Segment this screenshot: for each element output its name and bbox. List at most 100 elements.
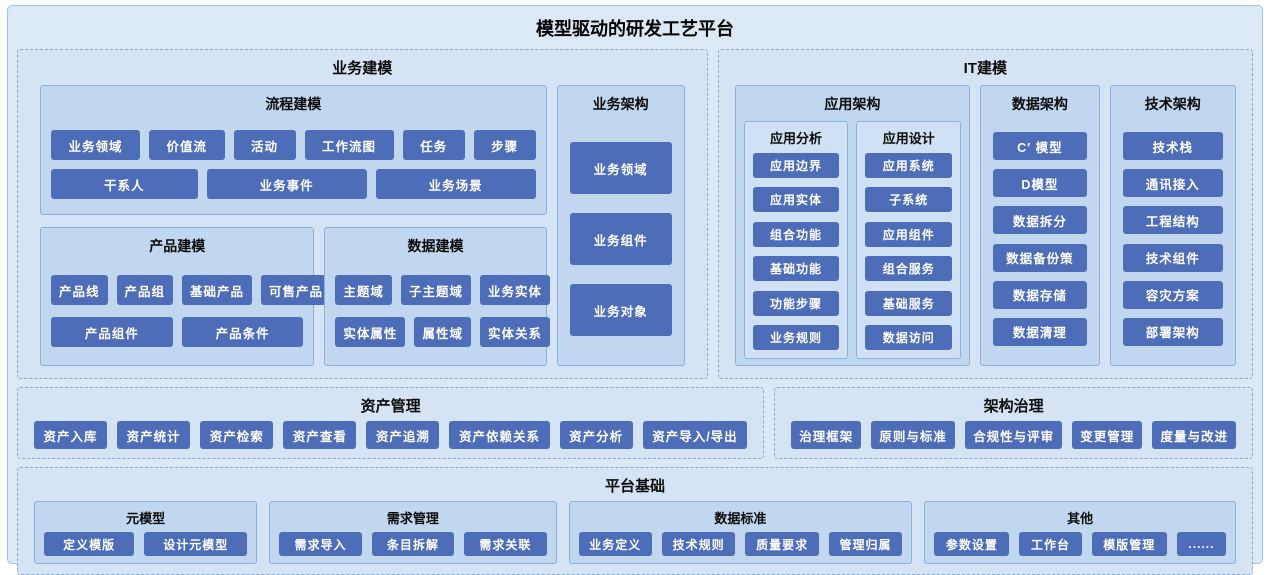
- top-row: 业务建模 流程建模 业务领域 价值流 活动 工作流图 任务 步骤: [17, 49, 1253, 379]
- module-block: 资产分析: [559, 421, 633, 449]
- module-block: 条目拆解: [371, 532, 455, 556]
- module-block: 度量与改进: [1152, 421, 1237, 449]
- module-block: 基础功能: [752, 256, 840, 282]
- design-body: 应用系统 子系统 应用组件 组合服务 基础服务 数据访问: [865, 151, 953, 350]
- module-block: 业务规则: [752, 324, 840, 350]
- group-title-process: 流程建模: [265, 96, 322, 112]
- module-block: 数据拆分: [993, 206, 1087, 235]
- module-block: 工作流图: [304, 130, 394, 160]
- apparch-columns: 应用分析 应用边界 应用实体 组合功能 基础功能 功能步骤 业务规则: [743, 121, 962, 359]
- group-tech-architecture: 技术架构 技术栈 通讯接入 工程结构 技术组件 容灾方案 部署架构: [1109, 85, 1236, 366]
- module-block: 参数设置: [934, 532, 1010, 556]
- section-it-modeling: IT建模 应用架构 应用分析 应用边界 应用实体 组合功能 基础功能 功能步骤: [717, 49, 1253, 379]
- group-application-architecture: 应用架构 应用分析 应用边界 应用实体 组合功能 基础功能 功能步骤 业务规则: [734, 85, 971, 366]
- module-block: 需求导入: [279, 532, 362, 556]
- business-left-column: 流程建模 业务领域 价值流 活动 工作流图 任务 步骤 干系: [40, 85, 550, 366]
- module-block: 设计元模型: [144, 532, 248, 556]
- module-block: 业务组件: [569, 213, 672, 265]
- module-block: 子主题域: [400, 275, 471, 305]
- section-title-business: 业务建模: [332, 60, 393, 77]
- module-block: 技术组件: [1122, 243, 1223, 272]
- techarch-body: 技术栈 通讯接入 工程结构 技术组件 容灾方案 部署架构: [1121, 121, 1225, 359]
- module-block: 资产检索: [200, 421, 274, 449]
- module-block: 主题域: [335, 275, 392, 305]
- group-title-dataarch: 数据架构: [1011, 96, 1068, 112]
- subgroup-title-analysis: 应用分析: [770, 131, 823, 146]
- module-block: 通讯接入: [1122, 169, 1223, 198]
- module-block: 可售产品: [261, 275, 332, 305]
- business-bottom-row: 产品建模 产品线 产品组 基础产品 可售产品 产品组件: [40, 227, 550, 366]
- module-block: 数据清理: [993, 317, 1087, 346]
- section-title-it: IT建模: [963, 60, 1007, 77]
- business-content: 流程建模 业务领域 价值流 活动 工作流图 任务 步骤 干系: [18, 83, 707, 378]
- module-block: 业务定义: [578, 532, 652, 556]
- module-block: 应用组件: [865, 221, 953, 247]
- section-business-modeling: 业务建模 流程建模 业务领域 价值流 活动 工作流图 任务 步骤: [17, 49, 708, 379]
- process-row-1: 业务领域 价值流 活动 工作流图 任务 步骤: [51, 130, 536, 160]
- module-block: 业务领域: [51, 130, 141, 160]
- group-data-standard: 数据标准 业务定义 技术规则 质量要求 管理归属: [568, 501, 913, 564]
- module-block: 治理框架: [791, 421, 862, 449]
- module-block: 实体关系: [479, 317, 550, 347]
- process-row-2: 干系人 业务事件 业务场景: [51, 169, 536, 199]
- dataarch-body: C′ 模型 D模型 数据拆分 数据备份策 数据存储 数据清理: [991, 121, 1088, 359]
- section-architecture-governance: 架构治理 治理框架 原则与标准 合规性与评审 变更管理 度量与改进: [774, 387, 1253, 459]
- module-block: C′ 模型: [993, 132, 1087, 161]
- group-data-modeling: 数据建模 主题域 子主题域 业务实体 实体属性 属性域: [324, 227, 550, 366]
- group-title-apparch: 应用架构: [824, 96, 881, 112]
- module-block: 步骤: [473, 130, 536, 160]
- section-platform-base: 平台基础 元模型 定义模版 设计元模型 需求管理 需求导入 条目拆解 需求关联 …: [17, 467, 1253, 575]
- standard-row: 业务定义 技术规则 质量要求 管理归属: [578, 532, 903, 556]
- process-body: 业务领域 价值流 活动 工作流图 任务 步骤 干系人 业务事件 业务场景: [51, 121, 536, 208]
- module-block: 业务实体: [479, 275, 550, 305]
- product-body: 产品线 产品组 基础产品 可售产品 产品组件 产品条件: [51, 263, 332, 359]
- group-requirement-management: 需求管理 需求导入 条目拆解 需求关联: [269, 501, 557, 564]
- group-title-bizarch: 业务架构: [592, 96, 649, 112]
- module-block: 活动: [233, 130, 296, 160]
- module-block: 资产依赖关系: [449, 421, 550, 449]
- asset-row: 资产入库 资产统计 资产检索 资产查看 资产追溯 资产依赖关系 资产分析 资产导…: [18, 421, 763, 459]
- group-others: 其他 参数设置 工作台 模版管理 ......: [924, 501, 1236, 564]
- bizarch-body: 业务领域 业务组件 业务对象: [568, 121, 674, 359]
- module-block: 任务: [402, 130, 465, 160]
- module-block: 数据存储: [993, 280, 1087, 309]
- platform-diagram: 模型驱动的研发工艺平台 业务建模 流程建模 业务领域 价值流 活动 工作流图: [7, 5, 1263, 575]
- module-block: 干系人: [51, 169, 198, 199]
- module-block: 管理归属: [828, 532, 903, 556]
- datamodel-row-2: 实体属性 属性域 实体关系: [335, 317, 550, 347]
- group-meta-model: 元模型 定义模版 设计元模型: [34, 501, 258, 564]
- group-business-architecture: 业务架构 业务领域 业务组件 业务对象: [556, 85, 685, 366]
- module-block: 容灾方案: [1122, 280, 1223, 309]
- subgroup-app-design: 应用设计 应用系统 子系统 应用组件 组合服务 基础服务 数据访问: [856, 121, 962, 359]
- module-block: 资产追溯: [366, 421, 440, 449]
- module-block: 模版管理: [1091, 532, 1167, 556]
- module-block: 技术规则: [661, 532, 736, 556]
- module-block: 组合功能: [752, 221, 840, 247]
- section-asset-management: 资产管理 资产入库 资产统计 资产检索 资产查看 资产追溯 资产依赖关系 资产分…: [17, 387, 765, 459]
- product-row-2: 产品组件 产品条件: [51, 317, 304, 347]
- module-block: 资产入库: [34, 421, 108, 449]
- module-block: 产品组件: [51, 317, 173, 347]
- module-block: 基础服务: [865, 290, 953, 316]
- product-row-1: 产品线 产品组 基础产品 可售产品: [51, 275, 332, 305]
- governance-row: 治理框架 原则与标准 合规性与评审 变更管理 度量与改进: [775, 421, 1252, 459]
- section-title-governance: 架构治理: [983, 398, 1044, 415]
- module-block: 业务场景: [375, 169, 536, 199]
- section-title-base: 平台基础: [604, 478, 665, 495]
- module-block: 部署架构: [1122, 317, 1223, 346]
- module-block: D模型: [993, 169, 1087, 198]
- requirement-row: 需求导入 条目拆解 需求关联: [279, 532, 547, 556]
- subgroup-app-analysis: 应用分析 应用边界 应用实体 组合功能 基础功能 功能步骤 业务规则: [743, 121, 849, 359]
- it-content: 应用架构 应用分析 应用边界 应用实体 组合功能 基础功能 功能步骤 业务规则: [719, 83, 1252, 378]
- module-block: 定义模版: [44, 532, 135, 556]
- base-groups-row: 元模型 定义模版 设计元模型 需求管理 需求导入 条目拆解 需求关联 数据标准 …: [18, 501, 1252, 574]
- module-block: 技术栈: [1122, 132, 1223, 161]
- datamodel-body: 主题域 子主题域 业务实体 实体属性 属性域 实体关系: [335, 263, 550, 359]
- module-block: 产品组: [116, 275, 174, 305]
- module-block: 资产查看: [283, 421, 357, 449]
- module-block: 资产统计: [117, 421, 191, 449]
- module-block: 应用边界: [752, 153, 840, 178]
- module-block: 原则与标准: [871, 421, 956, 449]
- module-block: 工作台: [1019, 532, 1082, 556]
- module-block: 数据访问: [865, 324, 953, 350]
